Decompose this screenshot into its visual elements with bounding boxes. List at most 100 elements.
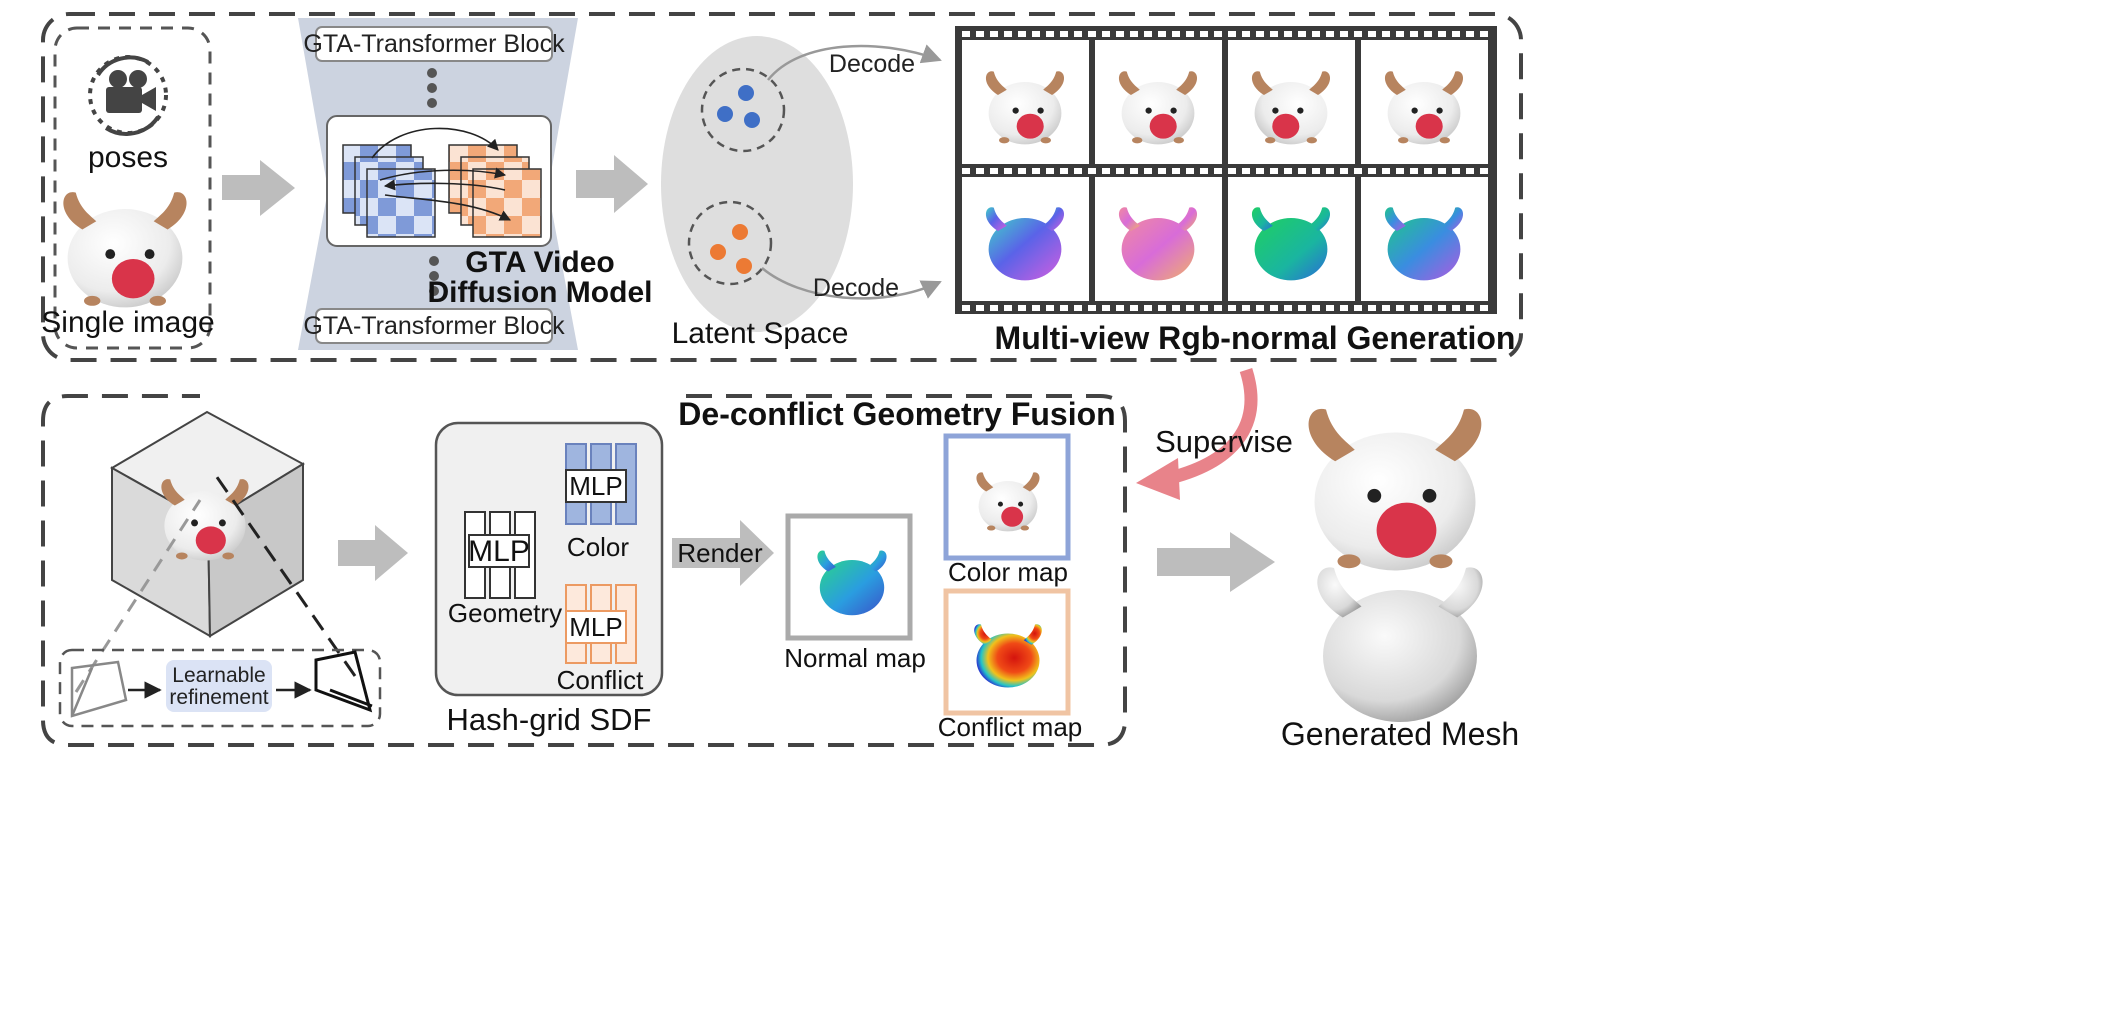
- film-sprocket-hole: [1354, 305, 1362, 311]
- film-sprocket-hole: [1088, 31, 1096, 37]
- output-title: Multi-view Rgb-normal Generation: [995, 320, 1516, 356]
- film-sprocket-hole: [1228, 168, 1236, 174]
- ellipsis-dots-bottom: [429, 256, 439, 296]
- camera-refine-box: [58, 648, 382, 728]
- film-sprocket-hole: [1130, 305, 1138, 311]
- film-sprocket-hole: [1158, 31, 1166, 37]
- sdf-title: Hash-grid SDF: [447, 702, 652, 737]
- cube-object: [161, 479, 249, 561]
- film-sprocket-hole: [1298, 168, 1306, 174]
- film-sprocket-hole: [1452, 168, 1460, 174]
- film-sprocket-hole: [1200, 168, 1208, 174]
- transformer-block-top: [315, 26, 553, 62]
- film-sprocket-hole: [990, 168, 998, 174]
- render-arrow: [672, 520, 774, 586]
- latent-space-ellipse: [661, 36, 853, 332]
- film-sprocket-hole: [1256, 305, 1264, 311]
- rgb-view-render: [1118, 71, 1198, 145]
- supervise-label: Supervise: [1155, 424, 1293, 459]
- film-sprocket-hole: [1228, 305, 1236, 311]
- film-sprocket-hole: [1214, 31, 1222, 37]
- film-sprocket-hole: [1228, 31, 1236, 37]
- geometry-mlp-box: [468, 534, 530, 568]
- normal-view-render: [985, 207, 1065, 281]
- film-sprocket-hole: [1116, 31, 1124, 37]
- film-sprocket-hole: [1004, 31, 1012, 37]
- film-sprocket-hole: [1032, 31, 1040, 37]
- film-sprocket-hole: [1088, 168, 1096, 174]
- film-sprocket-hole: [1046, 31, 1054, 37]
- film-sprocket-hole: [1368, 168, 1376, 174]
- film-sprocket-hole: [1074, 31, 1082, 37]
- film-sprocket-hole: [1144, 168, 1152, 174]
- generated-mesh-geometry: [1317, 567, 1483, 722]
- film-sprocket-hole: [1410, 168, 1418, 174]
- film-sprocket-hole: [1284, 305, 1292, 311]
- arrow-model-to-latent: [576, 155, 648, 213]
- film-sprocket-hole: [1186, 31, 1194, 37]
- film-sprocket-hole: [1214, 305, 1222, 311]
- normal-map-render: [817, 550, 887, 616]
- arrow-fusion-to-mesh: [1157, 532, 1275, 592]
- film-sprocket-hole: [1088, 305, 1096, 311]
- film-sprocket-hole: [1326, 168, 1334, 174]
- film-sprocket-hole: [1186, 168, 1194, 174]
- color-map-label: Color map: [948, 557, 1068, 587]
- input-image: [63, 192, 187, 308]
- transformer-block-top-label: GTA-Transformer Block: [303, 30, 565, 58]
- arrow-input-to-model: [222, 160, 295, 216]
- film-sprocket-hole: [1354, 31, 1362, 37]
- film-sprocket-hole: [1340, 168, 1348, 174]
- film-sprocket-hole: [1186, 305, 1194, 311]
- film-sprocket-hole: [1046, 168, 1054, 174]
- film-sprocket-hole: [1242, 31, 1250, 37]
- film-sprocket-hole: [1340, 305, 1348, 311]
- geometry-label: Geometry: [448, 598, 562, 628]
- film-sprocket-hole: [1172, 305, 1180, 311]
- single-image-label: Single image: [41, 306, 214, 339]
- bottom-panel-frame: [41, 394, 1127, 747]
- film-sprocket-hole: [1060, 168, 1068, 174]
- film-sprocket-hole: [962, 305, 970, 311]
- film-sprocket-hole: [1424, 305, 1432, 311]
- film-sprocket-hole: [1214, 168, 1222, 174]
- film-sprocket-hole: [1060, 31, 1068, 37]
- film-sprocket-hole: [1004, 305, 1012, 311]
- camera-rays: [74, 469, 357, 693]
- input-box-frame: [53, 26, 212, 350]
- film-sprocket-hole: [1256, 31, 1264, 37]
- refinement-label-line2: refinement: [169, 686, 268, 709]
- film-sprocket-hole: [962, 168, 970, 174]
- normal-view-render: [1118, 207, 1198, 281]
- film-sprocket-hole: [1438, 305, 1446, 311]
- film-sprocket-hole: [1256, 168, 1264, 174]
- film-sprocket-hole: [1172, 168, 1180, 174]
- film-sprocket-hole: [1102, 305, 1110, 311]
- film-sprocket-hole: [1424, 168, 1432, 174]
- film-sprocket-hole: [1032, 168, 1040, 174]
- model-title-line1: GTA Video: [465, 246, 614, 279]
- supervise-arrow: [1168, 368, 1258, 485]
- film-sprocket-hole: [1480, 305, 1488, 311]
- geometry-mlp-label: MLP: [468, 535, 530, 568]
- film-sprocket-hole: [1466, 168, 1474, 174]
- render-label: Render: [677, 538, 763, 568]
- film-sprocket-hole: [1368, 305, 1376, 311]
- transformer-block-bottom-label: GTA-Transformer Block: [303, 312, 565, 340]
- film-sprocket-hole: [1480, 168, 1488, 174]
- film-sprocket-hole: [1018, 31, 1026, 37]
- latent-space-label: Latent Space: [672, 317, 849, 350]
- film-sprocket-hole: [1284, 31, 1292, 37]
- film-sprocket-hole: [1396, 31, 1404, 37]
- film-sprocket-hole: [1060, 305, 1068, 311]
- film-sprocket-hole: [1270, 168, 1278, 174]
- film-sprocket-hole: [1452, 305, 1460, 311]
- rgb-cluster: [700, 67, 786, 153]
- arrow-cube-to-sdf: [338, 525, 408, 581]
- film-sprocket-hole: [1130, 168, 1138, 174]
- film-sprocket-hole: [976, 31, 984, 37]
- rgb-latent-dots: [717, 85, 760, 128]
- film-strip: [955, 26, 1497, 314]
- color-mlp-label: MLP: [569, 471, 622, 501]
- film-sprocket-hole: [1102, 168, 1110, 174]
